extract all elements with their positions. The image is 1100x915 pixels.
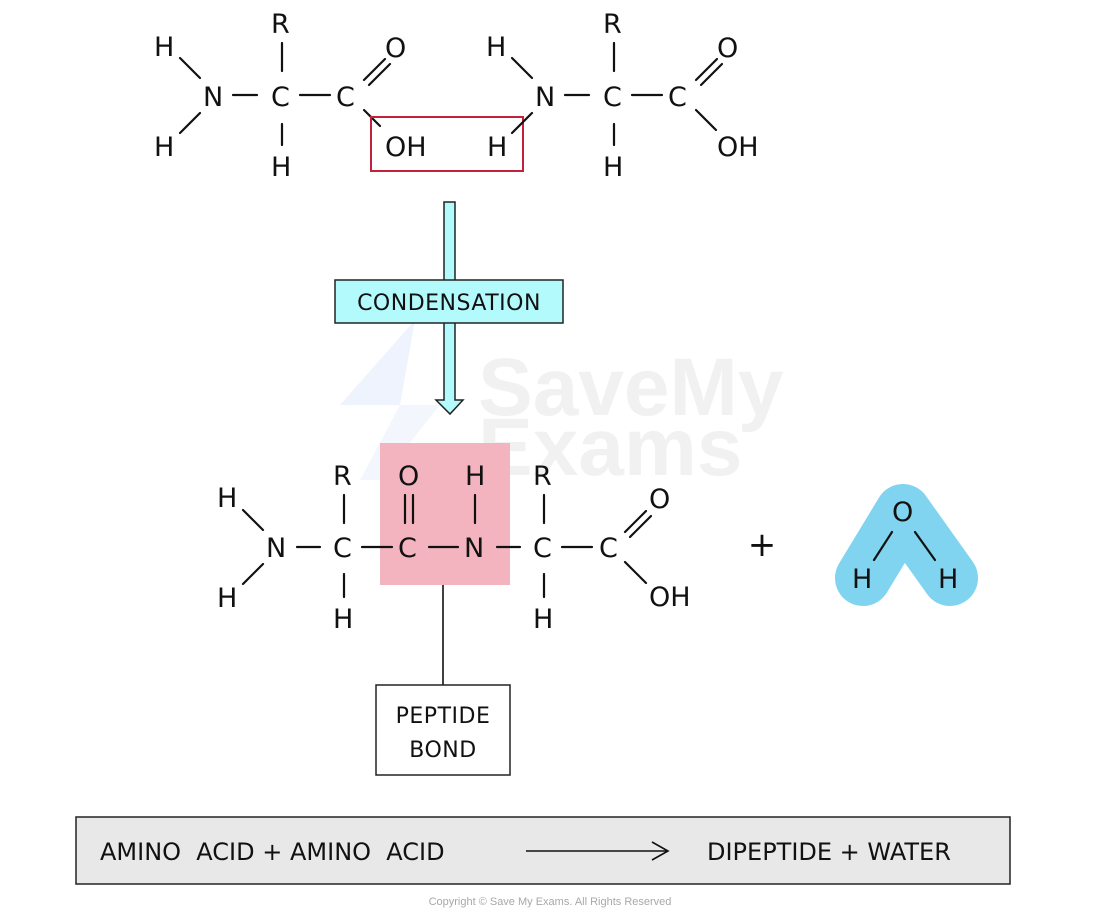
condensation-label-box — [334, 279, 564, 324]
atom-o: O — [385, 33, 406, 64]
bond — [178, 56, 202, 80]
atom-r: R — [533, 461, 552, 492]
atom-oh: OH — [717, 132, 759, 163]
atom-h: H — [486, 32, 506, 63]
watermark-logo-icon — [340, 320, 415, 405]
atom-o-peptide: O — [398, 461, 419, 492]
atom-r: R — [603, 9, 622, 40]
amino-acid-2: H H N C R H C O OH — [486, 9, 759, 183]
condensation-label: CONDENSATION — [357, 291, 541, 316]
atom-h: H — [603, 152, 623, 183]
atom-r: R — [271, 9, 290, 40]
watermark-text-1: SaveMy — [478, 342, 784, 433]
water-molecule: O H H — [835, 484, 978, 606]
amino-acid-1: H H N C R H C O OH — [154, 9, 427, 183]
atom-oh: OH — [385, 132, 427, 163]
peptide-bond-callout: PEPTIDE BOND — [375, 585, 511, 776]
bond — [623, 560, 648, 585]
atom-o: O — [717, 33, 738, 64]
atom-r: R — [333, 461, 352, 492]
peptide-bond-label-line-2: BOND — [409, 738, 476, 763]
double-bond — [699, 62, 724, 87]
copyright-notice: Copyright © Save My Exams. All Rights Re… — [429, 896, 672, 908]
bond — [241, 562, 265, 586]
watermark-text-2: Exams — [478, 402, 742, 493]
atom-o: O — [892, 497, 913, 528]
dipeptide: H H N C R H C O N H C R H C O OH — [217, 461, 691, 635]
atom-c-alpha: C — [271, 82, 290, 113]
bond — [241, 508, 265, 532]
double-bond — [628, 514, 653, 539]
bond — [510, 56, 534, 80]
atom-h: H — [333, 604, 353, 635]
plus-sign: + — [748, 525, 777, 565]
double-bond — [623, 509, 648, 534]
right-arrow-icon — [651, 841, 670, 861]
double-bond — [362, 57, 387, 82]
atom-h: H — [938, 564, 958, 595]
atom-h: H — [217, 583, 237, 614]
atom-c-alpha: C — [603, 82, 622, 113]
removed-water-highlight — [370, 116, 524, 172]
atom-h: H — [154, 32, 174, 63]
bond — [510, 111, 534, 135]
atom-n: N — [203, 82, 223, 113]
bond — [694, 108, 718, 132]
atom-c-alpha: C — [333, 533, 352, 564]
atom-c-carboxyl: C — [336, 82, 355, 113]
peptide-bond-highlight — [380, 443, 510, 585]
condensation-arrow: CONDENSATION — [334, 201, 564, 416]
atom-h: H — [217, 483, 237, 514]
atom-n-peptide: N — [464, 533, 484, 564]
atom-c-carboxyl: C — [599, 533, 618, 564]
atom-h: H — [487, 132, 507, 163]
atom-h: H — [154, 132, 174, 163]
bond — [872, 530, 894, 562]
atom-o: O — [649, 484, 670, 515]
peptide-bond-label-line-1: PEPTIDE — [396, 704, 491, 729]
atom-n: N — [266, 533, 286, 564]
atom-n: N — [535, 82, 555, 113]
atom-c-carboxyl: C — [668, 82, 687, 113]
atom-h: H — [852, 564, 872, 595]
atom-oh: OH — [649, 582, 691, 613]
word-equation: AMINO ACID + AMINO ACID DIPEPTIDE + WATE… — [75, 816, 1011, 885]
word-equation-products: DIPEPTIDE + WATER — [707, 838, 951, 866]
atom-c-alpha: C — [533, 533, 552, 564]
word-equation-reactants: AMINO ACID + AMINO ACID — [100, 838, 445, 866]
double-bond — [367, 62, 392, 87]
atom-h-peptide: H — [465, 461, 485, 492]
atom-c-peptide: C — [398, 533, 417, 564]
bond — [178, 111, 202, 135]
bond — [913, 530, 937, 562]
atom-h: H — [533, 604, 553, 635]
peptide-bond-label-box — [375, 684, 511, 776]
atom-h: H — [271, 152, 291, 183]
double-bond — [694, 57, 719, 82]
